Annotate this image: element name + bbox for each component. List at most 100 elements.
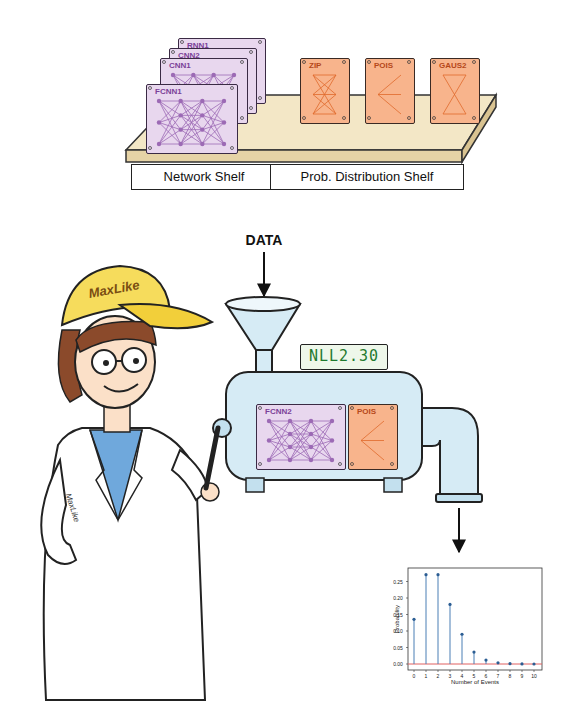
- screw: [250, 107, 253, 110]
- neuron: [178, 113, 182, 117]
- connection: [443, 75, 466, 76]
- neuron: [309, 419, 313, 423]
- connection: [313, 75, 336, 114]
- connection: [443, 114, 466, 115]
- connection: [159, 115, 181, 122]
- tick: [406, 631, 408, 632]
- stem-marker: [460, 633, 463, 636]
- smile: [104, 384, 138, 392]
- spout-rim: [436, 494, 482, 502]
- connection: [181, 115, 203, 144]
- neuron: [288, 432, 292, 436]
- stem-marker: [424, 573, 427, 576]
- screw: [473, 117, 476, 120]
- connection: [378, 75, 401, 95]
- screw: [368, 61, 371, 64]
- shelf-label: Prob. Distribution Shelf: [270, 164, 464, 190]
- connection: [159, 101, 181, 144]
- neuron: [157, 142, 161, 146]
- connection: [313, 95, 336, 115]
- neuron: [178, 127, 182, 131]
- connection: [378, 94, 401, 95]
- card-label: GAUS2: [438, 62, 468, 70]
- neuron: [267, 458, 271, 462]
- tick-label: 5: [473, 673, 476, 678]
- tick-label: 8: [509, 673, 512, 678]
- tick: [426, 670, 427, 672]
- neuron: [157, 120, 161, 124]
- screw: [391, 463, 394, 466]
- card-label: ZIP: [308, 62, 322, 70]
- screw: [259, 97, 262, 100]
- output-arrow: [459, 508, 460, 552]
- connection: [202, 144, 224, 145]
- tick-label: 0: [413, 673, 416, 678]
- connection: [361, 421, 384, 441]
- connection: [311, 421, 332, 460]
- screw: [351, 463, 354, 466]
- spout: [418, 408, 478, 498]
- screw: [241, 117, 244, 120]
- connection: [361, 440, 384, 441]
- tick: [534, 670, 535, 672]
- screw: [303, 61, 306, 64]
- connection: [173, 75, 193, 76]
- screw: [433, 117, 436, 120]
- input-label: DATA: [246, 233, 283, 247]
- screw: [163, 61, 166, 64]
- connection: [202, 115, 224, 144]
- screw: [408, 61, 411, 64]
- person: [41, 266, 219, 700]
- guide: [60, 350, 143, 420]
- axis-title: Number of Events: [451, 679, 499, 685]
- tick-label: 9: [521, 673, 524, 678]
- neuron: [288, 445, 292, 449]
- stem: [426, 575, 427, 664]
- arrow-line: [458, 508, 460, 552]
- tick: [462, 670, 463, 672]
- connection: [269, 460, 290, 461]
- screw: [339, 463, 342, 466]
- connection: [313, 95, 336, 115]
- neuron: [200, 127, 204, 131]
- neuron: [200, 113, 204, 117]
- connection: [443, 75, 466, 114]
- screw: [339, 407, 342, 410]
- connection: [159, 101, 181, 102]
- connection: [159, 144, 181, 145]
- stem-marker: [508, 662, 511, 665]
- connection: [313, 114, 336, 115]
- connection: [269, 434, 290, 441]
- screw: [343, 61, 346, 64]
- distribution-card: GAUS2: [430, 58, 480, 124]
- neuron: [211, 73, 215, 77]
- stem: [414, 619, 415, 664]
- connection: [269, 421, 290, 460]
- hand: [201, 483, 219, 501]
- connection: [290, 421, 311, 422]
- connection: [181, 101, 203, 144]
- network-card: FCNN2: [256, 404, 346, 470]
- screw: [351, 407, 354, 410]
- connection: [311, 441, 332, 461]
- connection: [290, 421, 311, 447]
- nll-readout: NLL2.30: [301, 345, 387, 368]
- stem-marker: [520, 662, 523, 665]
- stem: [450, 604, 451, 664]
- screw: [391, 407, 394, 410]
- card-label: FCNN1: [154, 88, 183, 96]
- neuron: [330, 458, 334, 462]
- shirt: [90, 430, 142, 520]
- screw: [149, 87, 152, 90]
- tick-label: 0.15: [393, 612, 403, 617]
- neuron: [222, 120, 226, 124]
- connection: [202, 101, 224, 144]
- connection: [290, 447, 311, 460]
- connection: [181, 115, 203, 144]
- plot-frame: [408, 568, 542, 670]
- screw: [473, 61, 476, 64]
- neuron: [309, 458, 313, 462]
- connection: [313, 75, 336, 95]
